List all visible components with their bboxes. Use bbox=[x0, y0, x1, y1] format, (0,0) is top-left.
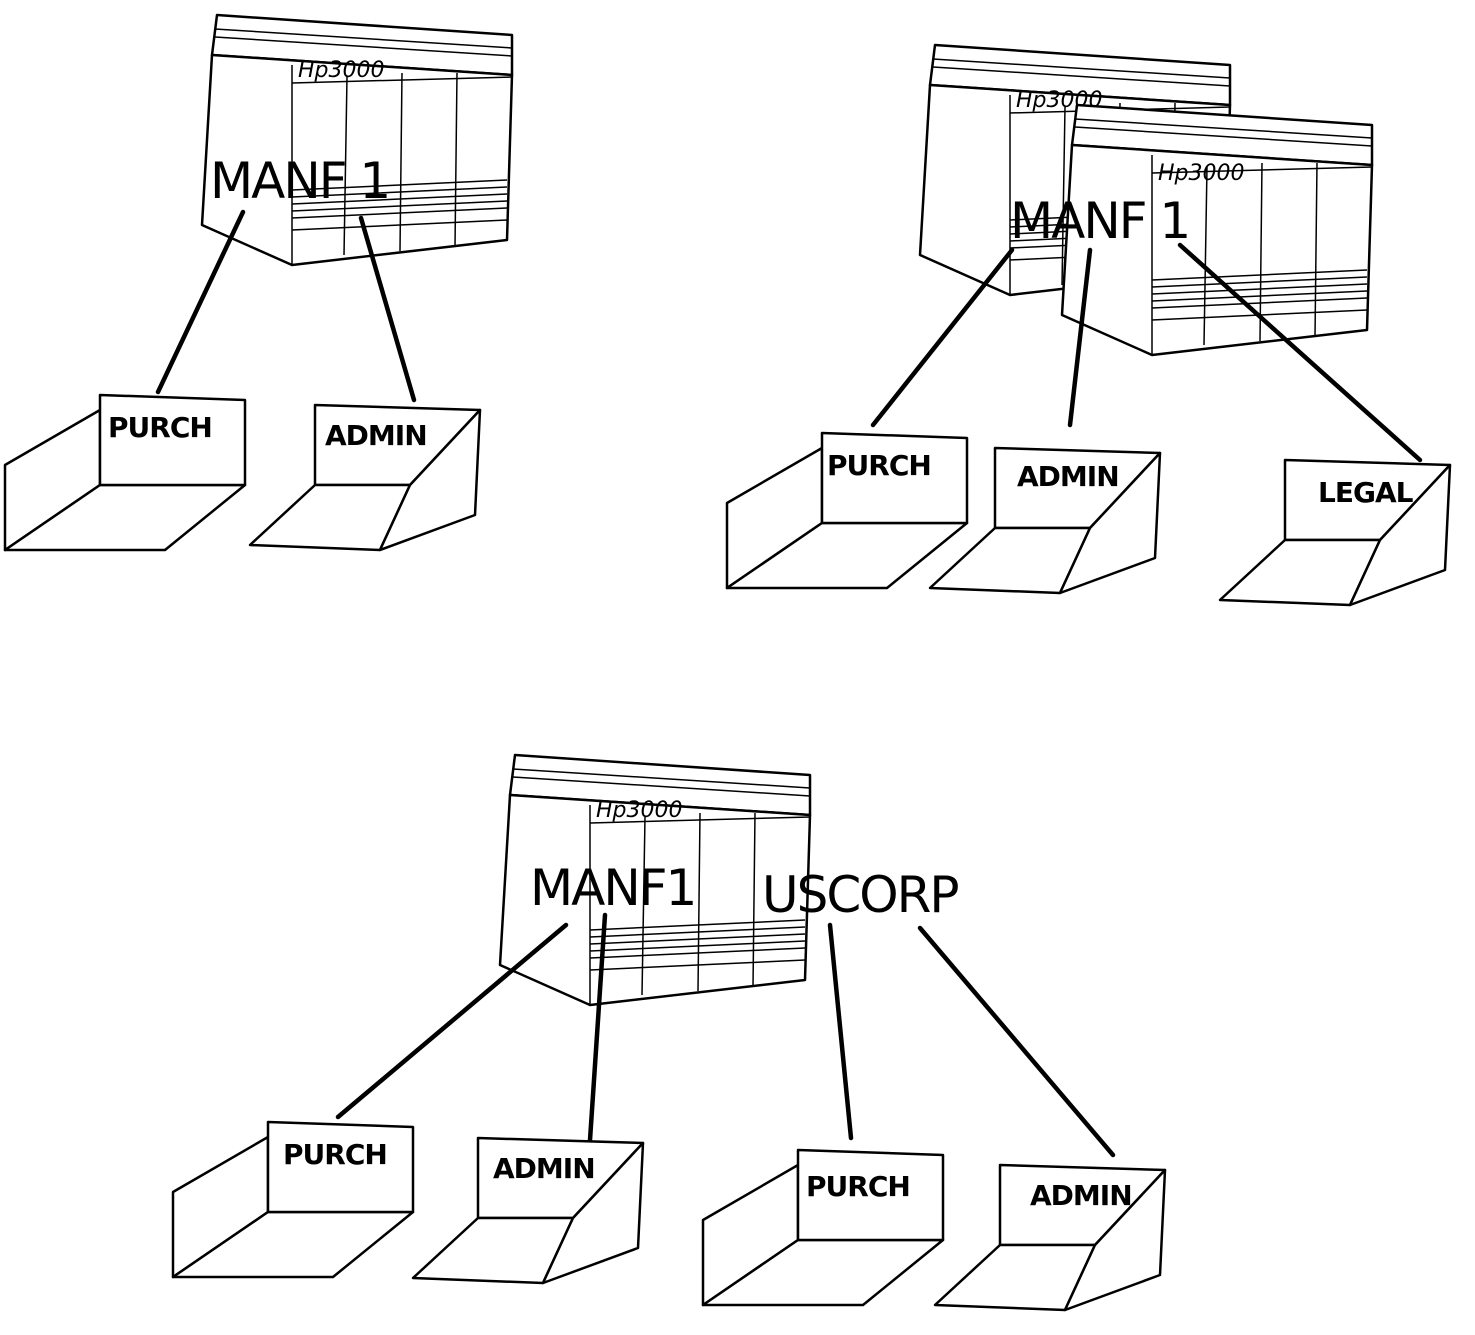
system-label-manf1: MANF1 bbox=[530, 859, 695, 917]
scene-3: Hp3000 MANF1 USCORP PURCH ADMIN PURCH AD… bbox=[171, 753, 1167, 1312]
connector-line bbox=[358, 215, 417, 403]
system-label-manf1: MANF 1 bbox=[1010, 192, 1189, 250]
tray-label: PURCH bbox=[827, 449, 931, 482]
computer-brand-label: Hp3000 bbox=[1158, 161, 1245, 186]
connector-line bbox=[155, 209, 246, 395]
scene-2: Hp3000 Hp3000 MANF 1 PURCH ADMIN LEGAL bbox=[725, 43, 1452, 607]
account-tray-purch: PURCH bbox=[171, 1120, 415, 1279]
tray-label: PURCH bbox=[806, 1170, 910, 1203]
tray-label: LEGAL bbox=[1318, 476, 1414, 509]
account-tray-admin: ADMIN bbox=[933, 1163, 1167, 1312]
system-label-uscorp: USCORP bbox=[762, 866, 958, 924]
account-tray-admin: ADMIN bbox=[248, 403, 482, 552]
tray-label: ADMIN bbox=[1030, 1179, 1132, 1212]
connector-line bbox=[587, 912, 608, 1143]
hp3000-computer: Hp3000 bbox=[200, 13, 514, 267]
tray-label: PURCH bbox=[283, 1138, 387, 1171]
connector-line bbox=[870, 247, 1015, 428]
account-tray-purch: PURCH bbox=[725, 431, 969, 590]
computer-brand-label: Hp3000 bbox=[596, 798, 683, 823]
tray-label: PURCH bbox=[108, 411, 212, 444]
hp3000-computer: Hp3000 bbox=[498, 753, 812, 1007]
account-tray-purch: PURCH bbox=[3, 393, 247, 552]
account-tray-admin: ADMIN bbox=[411, 1136, 645, 1285]
connector-line bbox=[1067, 247, 1093, 428]
tray-label: ADMIN bbox=[493, 1152, 595, 1185]
connector-line bbox=[1177, 242, 1423, 463]
connector-line bbox=[827, 922, 854, 1141]
account-tray-purch: PURCH bbox=[701, 1148, 945, 1307]
connector-line bbox=[335, 922, 569, 1120]
scene-1: Hp3000 MANF 1 PURCH ADMIN bbox=[3, 13, 514, 552]
hp3000-computer-front: Hp3000 bbox=[1060, 103, 1374, 357]
tray-label: ADMIN bbox=[325, 419, 427, 452]
system-label-manf1: MANF 1 bbox=[210, 152, 389, 210]
account-tray-legal: LEGAL bbox=[1218, 458, 1452, 607]
computer-brand-label: Hp3000 bbox=[298, 58, 385, 83]
connector-line bbox=[917, 925, 1116, 1158]
account-tray-admin: ADMIN bbox=[928, 446, 1162, 595]
tray-label: ADMIN bbox=[1017, 460, 1119, 493]
